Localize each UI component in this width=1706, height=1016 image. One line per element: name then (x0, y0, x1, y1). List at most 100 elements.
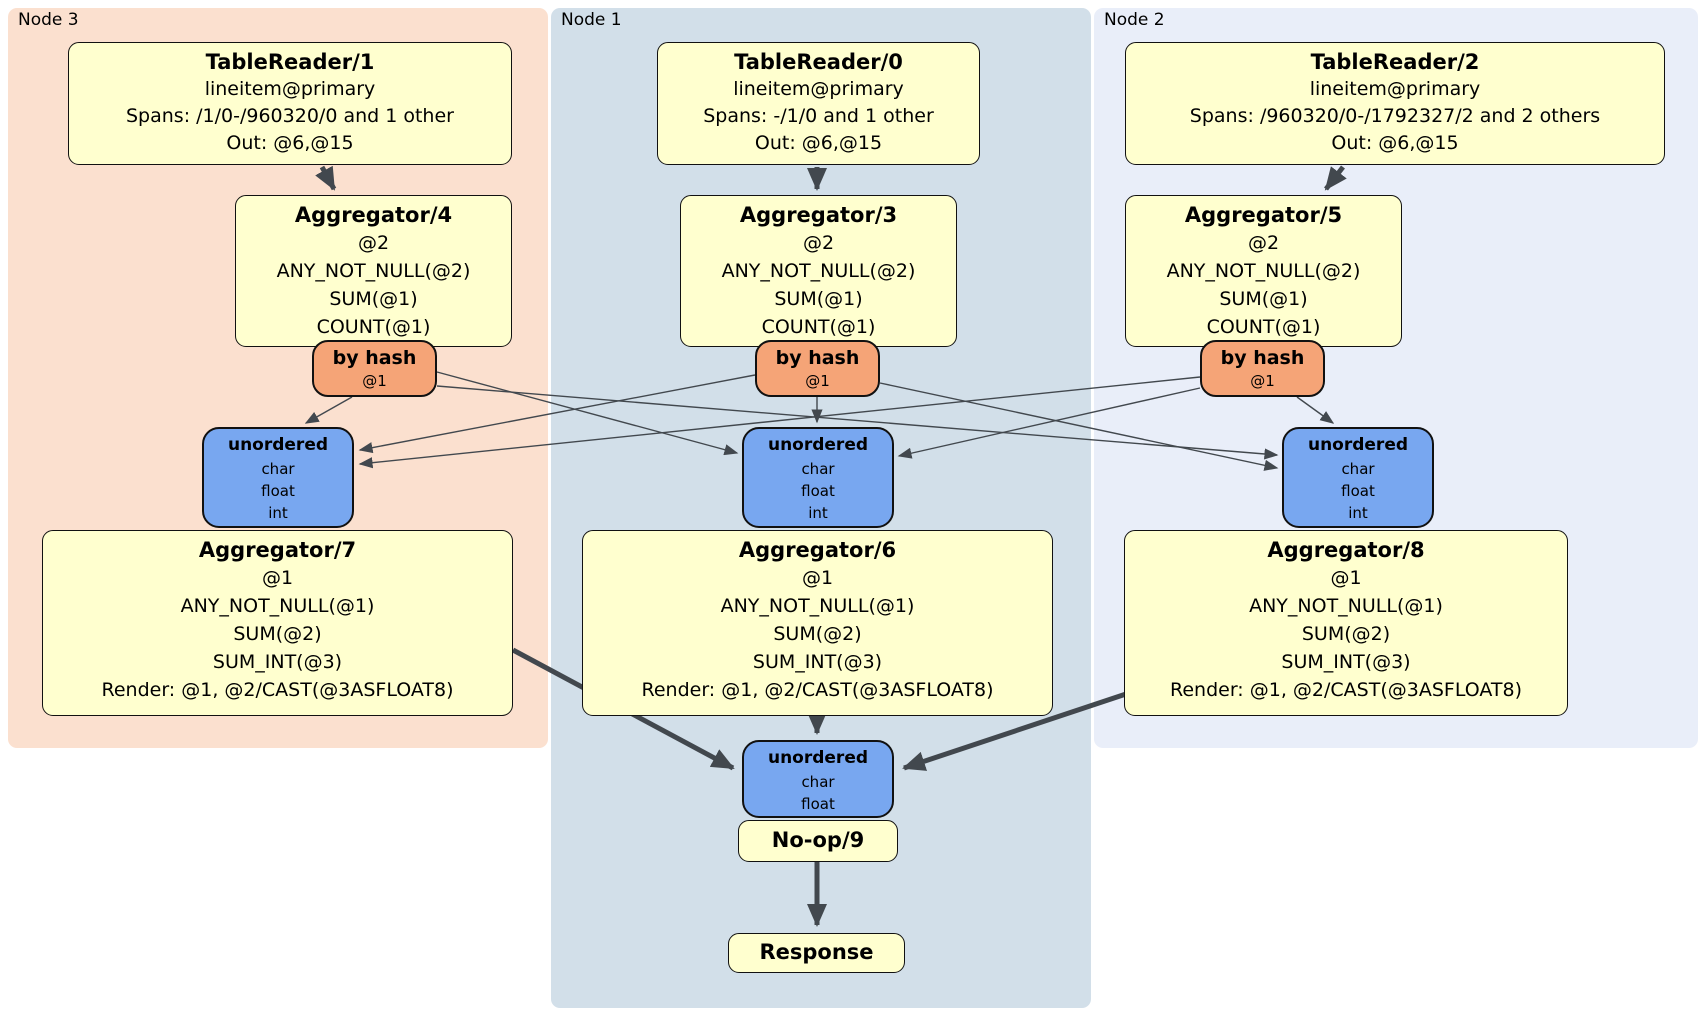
agg-line: ANY_NOT_NULL(@1) (1249, 595, 1443, 617)
edge-router1-sync3 (358, 374, 756, 454)
agg-line: @2 (1247, 232, 1280, 254)
edge-tr2-agg5 (1324, 165, 1347, 191)
sync-type: char (1341, 460, 1375, 478)
edge-router2-sync3 (358, 376, 1201, 469)
agg-line: COUNT(@1) (761, 316, 876, 338)
box-title: No-op/9 (771, 828, 865, 852)
aggregator7-box: Aggregator/7 @1 ANY_NOT_NULL(@1) SUM(@2)… (42, 530, 513, 716)
agg-line: @1 (261, 567, 294, 589)
sync-title: unordered (227, 435, 329, 455)
unordered-sync2-box: unordered char float int (1282, 427, 1434, 528)
sync-type: char (801, 773, 835, 791)
router-detail: @1 (1250, 372, 1275, 390)
sync-title: unordered (767, 435, 869, 455)
agg-line: SUM_INT(@3) (212, 651, 343, 673)
sync-type: int (1348, 504, 1368, 522)
edge-agg8-finalsync (902, 691, 1127, 771)
out-line: Out: @6,@15 (226, 132, 354, 154)
node3-label: Node 3 (18, 10, 79, 30)
spans-line: Spans: -/1/0 and 1 other (703, 105, 934, 127)
aggregator3-box: Aggregator/3 @2 ANY_NOT_NULL(@2) SUM(@1)… (680, 195, 957, 347)
edge-router3-sync1 (436, 371, 739, 456)
agg-line: ANY_NOT_NULL(@1) (180, 595, 375, 617)
out-line: Out: @6,@15 (754, 132, 883, 154)
box-title: TableReader/2 (1310, 50, 1480, 74)
box-title: Aggregator/6 (738, 538, 897, 562)
agg-line: ANY_NOT_NULL(@1) (720, 595, 915, 617)
index-line: lineitem@primary (204, 78, 376, 100)
aggregator4-box: Aggregator/4 @2 ANY_NOT_NULL(@2) SUM(@1)… (235, 195, 512, 347)
sync-type: char (261, 460, 295, 478)
tablereader1-box: TableReader/1 lineitem@primary Spans: /1… (68, 42, 512, 165)
edge-tr1-agg4 (315, 165, 337, 191)
agg-line: @2 (357, 232, 390, 254)
router-detail: @1 (362, 372, 387, 390)
box-title: TableReader/0 (734, 50, 903, 74)
agg-line: @2 (802, 232, 835, 254)
agg-line: SUM_INT(@3) (1281, 651, 1411, 673)
sync-type: char (801, 460, 835, 478)
edge-router3-sync2 (436, 385, 1279, 460)
agg-line: COUNT(@1) (1206, 316, 1321, 338)
unordered-sync3-box: unordered char float int (202, 427, 354, 528)
agg-line: @1 (1330, 567, 1362, 589)
index-line: lineitem@primary (1309, 78, 1481, 100)
agg-line: ANY_NOT_NULL(@2) (1166, 260, 1361, 282)
agg-line: ANY_NOT_NULL(@2) (276, 260, 471, 282)
render-line: Render: @1, @2/CAST(@3ASFLOAT8) (1170, 679, 1522, 701)
agg-line: SUM(@2) (1301, 623, 1391, 645)
node1-label: Node 1 (561, 10, 622, 30)
agg-line: ANY_NOT_NULL(@2) (721, 260, 916, 282)
sync-type: float (801, 482, 835, 500)
box-title: Aggregator/7 (198, 538, 357, 562)
render-line: Render: @1, @2/CAST(@3ASFLOAT8) (641, 679, 994, 701)
box-title: Aggregator/3 (739, 203, 898, 227)
router-title: by hash (1220, 347, 1305, 369)
sync-type: float (1341, 482, 1375, 500)
node2-label: Node 2 (1104, 10, 1165, 30)
agg-line: SUM(@1) (1219, 288, 1308, 310)
agg-line: SUM(@2) (773, 623, 862, 645)
router-title: by hash (332, 347, 417, 369)
agg-line: @1 (801, 567, 834, 589)
index-line: lineitem@primary (733, 78, 904, 100)
box-title: Response (759, 940, 874, 964)
hash-router1-box: by hash @1 (755, 340, 880, 397)
sync-type: int (808, 504, 828, 522)
response-box: Response (728, 933, 905, 973)
box-title: Aggregator/8 (1267, 538, 1425, 562)
box-title: TableReader/1 (205, 50, 375, 74)
spans-line: Spans: /960320/0-/1792327/2 and 2 others (1189, 105, 1601, 127)
sync-type: float (261, 482, 295, 500)
agg-line: COUNT(@1) (316, 316, 431, 338)
tablereader2-box: TableReader/2 lineitem@primary Spans: /9… (1125, 42, 1665, 165)
tablereader0-box: TableReader/0 lineitem@primary Spans: -/… (657, 42, 980, 165)
sync-title: unordered (1307, 435, 1409, 455)
spans-line: Spans: /1/0-/960320/0 and 1 other (126, 105, 454, 127)
aggregator5-box: Aggregator/5 @2 ANY_NOT_NULL(@2) SUM(@1)… (1125, 195, 1402, 347)
edge-router1-sync2 (879, 382, 1279, 471)
box-title: Aggregator/4 (294, 203, 453, 227)
agg-line: SUM_INT(@3) (752, 651, 883, 673)
hash-router3-box: by hash @1 (312, 340, 437, 397)
render-line: Render: @1, @2/CAST(@3ASFLOAT8) (101, 679, 454, 701)
sync-type: int (268, 504, 288, 522)
out-line: Out: @6,@15 (1331, 132, 1459, 154)
unordered-sync1-box: unordered char float int (742, 427, 894, 528)
box-title: Aggregator/5 (1184, 203, 1343, 227)
edge-router2-sync2 (1296, 396, 1335, 424)
agg-line: SUM(@1) (329, 288, 418, 310)
router-detail: @1 (805, 372, 830, 390)
router-title: by hash (775, 347, 860, 369)
agg-line: SUM(@2) (233, 623, 322, 645)
sync-type: float (801, 795, 835, 813)
aggregator8-box: Aggregator/8 @1 ANY_NOT_NULL(@1) SUM(@2)… (1124, 530, 1568, 716)
edge-router3-sync3 (304, 396, 353, 424)
sync-title: unordered (767, 748, 869, 768)
unordered-final-sync-box: unordered char float (742, 740, 894, 818)
aggregator6-box: Aggregator/6 @1 ANY_NOT_NULL(@1) SUM(@2)… (582, 530, 1053, 716)
hash-router2-box: by hash @1 (1200, 340, 1325, 397)
noop9-box: No-op/9 (738, 820, 898, 862)
agg-line: SUM(@1) (774, 288, 863, 310)
